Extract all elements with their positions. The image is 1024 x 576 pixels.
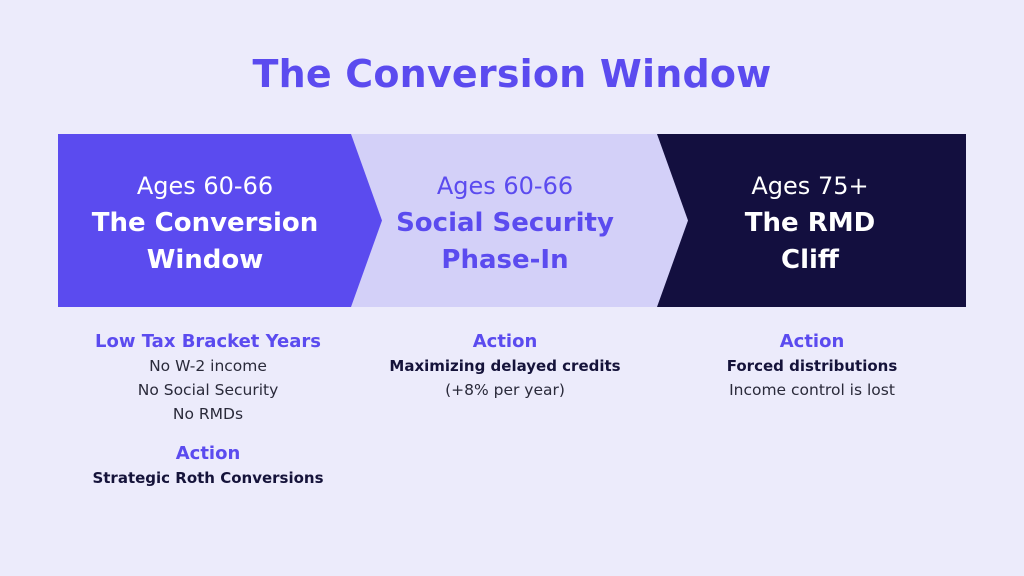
stage-1-item: No W-2 income (149, 357, 267, 375)
stage-1-name-line2: Window (146, 245, 264, 275)
stage-2-name-line2: Phase-In (441, 245, 569, 275)
stage-3-action-heading: Action (779, 331, 845, 352)
stage-3-name-line1: The RMD (744, 208, 876, 238)
stage-1-block (58, 134, 382, 307)
stage-2-name-line1: Social Security (396, 208, 614, 238)
stage-2-block (311, 134, 688, 307)
stage-3-range: Ages 75+ (751, 172, 869, 200)
stage-1-action: Strategic Roth Conversions (92, 469, 324, 487)
stage-3-name-line2: Cliff (781, 245, 839, 275)
stage-2-range: Ages 60-66 (436, 172, 574, 200)
stage-1-item: No RMDs (172, 405, 244, 423)
page-title: The Conversion Window (252, 52, 772, 96)
stage-1-details-heading: Low Tax Bracket Years (94, 331, 322, 352)
stage-3-details: Action Forced distributions Income contr… (662, 330, 962, 402)
stage-1-action-heading: Action (175, 443, 241, 464)
stage-2-action: Maximizing delayed credits (389, 357, 621, 375)
stage-2-label: Ages 60-66 Social Security Phase-In (380, 168, 630, 279)
timeline-chevrons (58, 134, 966, 307)
timeline-band (58, 134, 966, 307)
stage-3-label: Ages 75+ The RMD Cliff (690, 168, 930, 279)
stage-2-details: Action Maximizing delayed credits (+8% p… (355, 330, 655, 402)
stage-2-action-heading: Action (472, 331, 538, 352)
stage-2-note: (+8% per year) (445, 381, 565, 399)
stage-1-details: Low Tax Bracket Years No W-2 income No S… (58, 330, 358, 490)
stage-3-note: Income control is lost (729, 381, 895, 399)
spacer (58, 426, 358, 442)
stage-3-action: Forced distributions (726, 357, 898, 375)
stage-1-name-line1: The Conversion (91, 208, 319, 238)
stage-1-item: No Social Security (137, 381, 279, 399)
stage-1-label: Ages 60-66 The Conversion Window (80, 168, 330, 279)
stage-1-range: Ages 60-66 (136, 172, 274, 200)
